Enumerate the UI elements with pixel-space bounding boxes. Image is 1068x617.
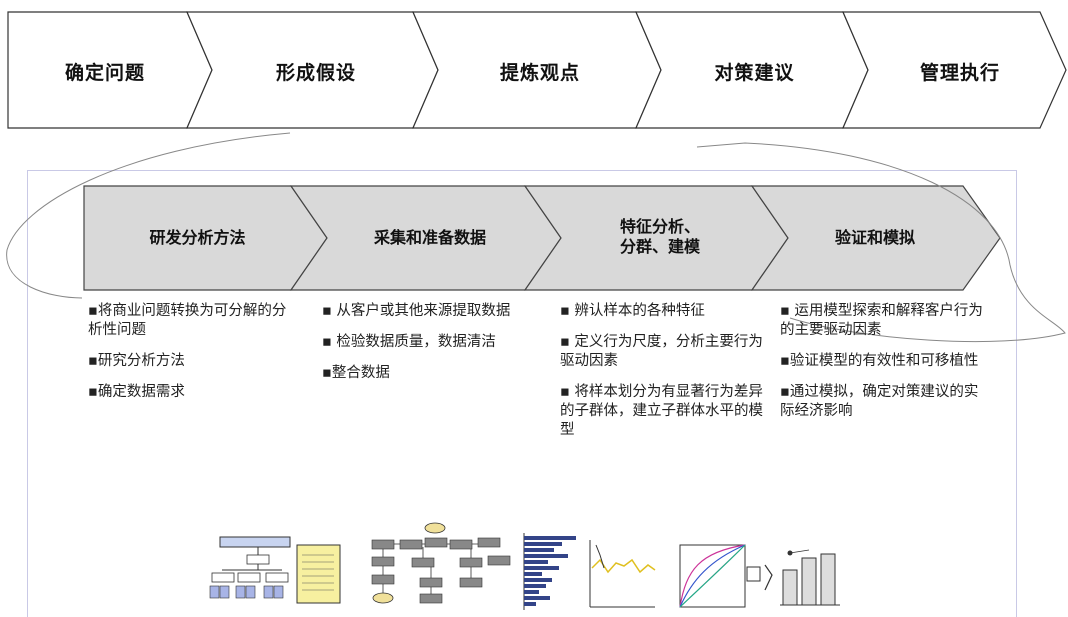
- phase-label-3-line2: 分群、建模: [619, 237, 700, 256]
- bullet-item: ▪ 运用模型探索和解释客户行为的主要驱动因素: [780, 303, 983, 338]
- bullet-item: ▪ 定义行为尺度，分析主要行为驱动因素: [560, 334, 763, 369]
- line-chart-thumbnail: [589, 540, 656, 608]
- result-bars-thumbnail: [746, 549, 840, 606]
- phase-chevrons: [83, 185, 1001, 291]
- flowchart-thumbnail: [371, 522, 511, 604]
- stage-label-2: 形成假设: [275, 62, 356, 84]
- left-connector-arc: [6, 132, 291, 299]
- bullet-item: ▪通过模拟，确定对策建议的实际经济影响: [780, 384, 979, 419]
- stage-label-1: 确定问题: [64, 62, 145, 84]
- bullet-item: ▪验证模型的有效性和可移植性: [780, 353, 979, 369]
- phase-4-shape: [750, 185, 1001, 291]
- bullet-item: ▪ 检验数据质量，数据清洁: [322, 334, 496, 350]
- gain-chart-thumbnail: [679, 544, 746, 608]
- stage-label-4: 对策建议: [714, 62, 795, 84]
- bullet-item: ▪ 辨认样本的各种特征: [560, 303, 705, 319]
- stage-label-5: 管理执行: [919, 62, 1000, 84]
- bullet-item: ▪ 将样本划分为有显著行为差异的子群体，建立子群体水平的模型: [560, 384, 763, 438]
- phase-4-bullets: ▪ 运用模型探索和解释客户行为的主要驱动因素 ▪验证模型的有效性和可移植性 ▪通…: [780, 302, 985, 433]
- phase-2-bullets: ▪ 从客户或其他来源提取数据 ▪ 检验数据质量，数据清洁 ▪整合数据: [322, 302, 547, 395]
- bullet-item: ▪将商业问题转换为可分解的分析性问题: [88, 303, 287, 338]
- phase-label-3: 特征分析、 分群、建模: [575, 217, 745, 257]
- analysis-frame: [27, 170, 1017, 617]
- phase-label-1: 研发分析方法: [110, 228, 285, 248]
- phase-label-1-line1: 研发分析方法: [149, 228, 246, 247]
- stage-label-3: 提炼观点: [499, 62, 580, 84]
- bullet-item: ▪ 从客户或其他来源提取数据: [322, 303, 511, 319]
- phase-3-bullets: ▪ 辨认样本的各种特征 ▪ 定义行为尺度，分析主要行为驱动因素 ▪ 将样本划分为…: [560, 302, 765, 452]
- phase-1-bullets: ▪将商业问题转换为可分解的分析性问题 ▪研究分析方法 ▪确定数据需求: [88, 302, 288, 414]
- phase-label-2-line1: 采集和准备数据: [373, 228, 486, 247]
- bullet-item: ▪确定数据需求: [88, 384, 185, 400]
- phase-label-2: 采集和准备数据: [340, 228, 520, 248]
- process-chevrons: [7, 11, 1067, 129]
- bullet-item: ▪整合数据: [322, 365, 390, 381]
- tree-diagram-thumbnail: [209, 536, 341, 604]
- stage-5-shape: [842, 11, 1067, 129]
- right-connector-arc: [696, 142, 1066, 343]
- bullet-item: ▪研究分析方法: [88, 353, 185, 369]
- bar-chart-thumbnail: [523, 533, 576, 610]
- phase-label-4-line1: 验证和模拟: [834, 228, 915, 247]
- phase-label-3-line1: 特征分析、: [619, 217, 700, 236]
- phase-label-4: 验证和模拟: [795, 228, 955, 248]
